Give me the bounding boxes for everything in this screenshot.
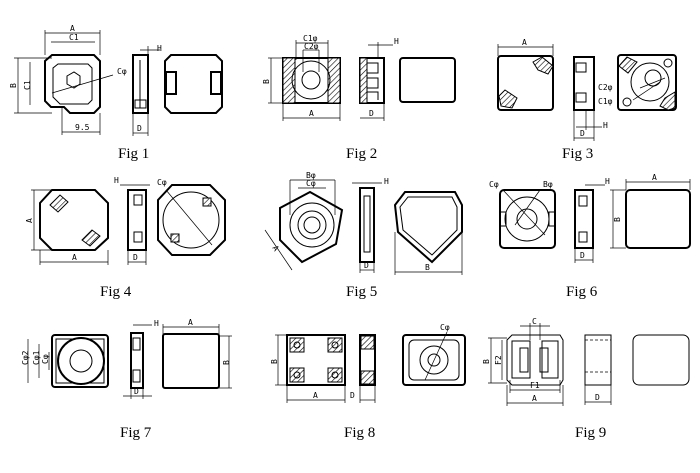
fig3-label-c1: C1φ [598, 97, 613, 106]
fig3-right-view [617, 54, 677, 111]
figure-8: B A D Cφ Fig 8 [270, 323, 466, 441]
fig5-label-a: A [270, 244, 280, 253]
fig5-front-view [279, 190, 344, 264]
fig7-back-view [162, 333, 220, 389]
fig2-label-b: B [262, 79, 271, 84]
fig9-label-b: B [482, 359, 491, 364]
figure-5: Bφ Cφ H A D B Fig 5 [264, 171, 463, 300]
fig5-back-view [393, 191, 463, 264]
figure-4: H Cφ A A D Fig 4 [25, 176, 226, 300]
fig7-label-d: D [134, 387, 139, 396]
fig2-caption: Fig 2 [346, 146, 377, 162]
fig2-label-h: H [394, 37, 399, 46]
figure-6: Cφ Bφ H A B D Fig 6 [489, 173, 691, 300]
fig1-label-h: H [157, 44, 162, 53]
fig7-label-c2: Cφ2 [21, 350, 30, 365]
fig4-label-a: A [72, 253, 77, 262]
fig2-back-view [399, 57, 456, 103]
fig1-label-c1-side: C1 [23, 80, 32, 90]
fig4-label-c: Cφ [157, 178, 167, 187]
fig5-side-view [359, 187, 375, 263]
fig7-label-b: B [222, 360, 231, 365]
fig1-caption: Fig 1 [118, 146, 149, 162]
fig7-label-c: Cφ [41, 354, 50, 364]
fig6-label-c: Cφ [489, 180, 499, 189]
fig4-front-view [39, 189, 109, 251]
fig3-label-a: A [522, 38, 527, 47]
fig5-label-h: H [384, 177, 389, 186]
fig6-front-view [499, 189, 556, 249]
figure-7: Cφ2 Cφ1 Cφ H A B D Fig 7 [21, 318, 232, 441]
figure-9: C B F2 F1 A D Fig 9 [482, 317, 690, 441]
fig7-label-c1: Cφ1 [32, 350, 41, 365]
fig2-label-d: D [369, 109, 374, 118]
fig9-label-d: D [595, 393, 600, 402]
fig9-label-c: C [532, 317, 537, 326]
fig1-label-b: B [9, 83, 18, 88]
figure-2: C1φ C2φ H B A D Fig 2 [262, 34, 456, 162]
fig4-side-view [127, 189, 147, 251]
fig7-caption: Fig 7 [120, 425, 152, 441]
fig4-label-h: H [114, 176, 119, 185]
fig9-label-f2: F2 [494, 355, 503, 365]
fig4-label-d: D [133, 253, 138, 262]
fig2-label-a: A [309, 109, 314, 118]
fig6-label-b-dia: Bφ [543, 180, 553, 189]
figure-1: A C1 B C1 Cφ H 9.5 D Fig 1 [9, 24, 223, 162]
fig2-label-c2: C2φ [304, 42, 319, 51]
fig1-label-c: Cφ [117, 67, 127, 76]
fig6-label-b: B [613, 217, 622, 222]
fig6-caption: Fig 6 [566, 284, 598, 300]
fig9-front-view [506, 334, 564, 386]
fig1-label-a: A [70, 24, 75, 33]
fig7-label-h: H [154, 319, 159, 328]
fig9-side-view [584, 334, 612, 386]
fig1-label-d: D [137, 124, 142, 133]
fig5-label-b-dia: Bφ [306, 171, 316, 180]
fig8-label-c: Cφ [440, 323, 450, 332]
fig2-label-c1: C1φ [303, 34, 318, 43]
fig9-label-a: A [532, 394, 537, 403]
fig4-label-a-side: A [25, 218, 34, 223]
fig3-label-h: H [603, 121, 608, 130]
fig6-back-view [625, 189, 691, 249]
figure-3: A C2φ C1φ H D Fig 3 [497, 38, 677, 162]
fig3-label-c2: C2φ [598, 83, 613, 92]
fig6-label-a: A [652, 173, 657, 182]
fig3-side-view [573, 56, 595, 111]
fig1-front-view [44, 54, 101, 114]
fig3-caption: Fig 3 [562, 146, 593, 162]
fig5-label-b: B [425, 263, 430, 272]
fig6-label-h: H [605, 177, 610, 186]
fig5-label-c: Cφ [306, 179, 316, 188]
fig8-label-d: D [350, 391, 355, 400]
fig9-label-f1: F1 [530, 381, 540, 390]
fig1-core [66, 71, 81, 89]
fig1-label-offset: 9.5 [75, 123, 90, 132]
fig6-side-view [574, 189, 594, 249]
fig4-caption: Fig 4 [100, 284, 132, 300]
fig8-label-a: A [313, 391, 318, 400]
fig3-label-d: D [580, 129, 585, 138]
fig7-label-a: A [188, 318, 193, 327]
fig9-caption: Fig 9 [575, 425, 606, 441]
fig6-label-d: D [580, 251, 585, 260]
fig1-label-c1-top: C1 [69, 33, 79, 42]
fig8-label-b: B [270, 359, 279, 364]
fig5-caption: Fig 5 [346, 284, 377, 300]
fig9-back-view [632, 334, 690, 386]
fig8-caption: Fig 8 [344, 425, 375, 441]
fig5-label-d: D [364, 261, 369, 270]
